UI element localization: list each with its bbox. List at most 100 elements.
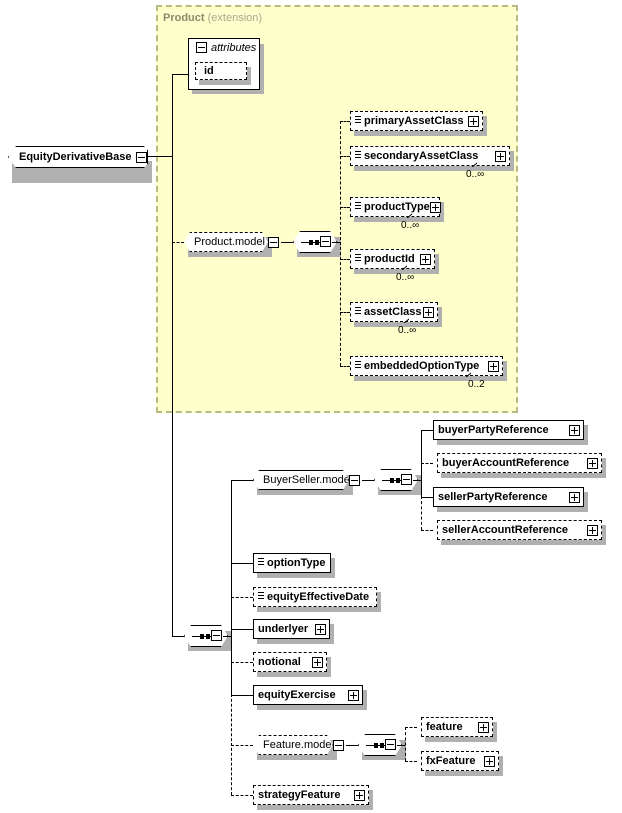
node-secondaryassetclass[interactable]: secondaryAssetClass [350, 146, 510, 166]
node-selleraccountreference[interactable]: sellerAccountReference [437, 520, 602, 540]
attributes-header-label: attributes [211, 41, 257, 54]
product-children-bus [340, 121, 341, 366]
producttype-plus-expander[interactable] [429, 201, 441, 213]
assetclass-label: assetClass [364, 306, 422, 318]
embeddedoptiontype-plus-expander[interactable] [488, 360, 499, 372]
buyerpartyreference-plus-expander[interactable] [569, 424, 580, 436]
producttype-label: productType [364, 201, 430, 213]
feature-sequence-minus-expander[interactable] [385, 739, 396, 750]
product-model-label: Product.model [194, 236, 265, 248]
attributes-header[interactable]: attributes [189, 39, 259, 56]
buyerseller-model-name[interactable]: BuyerSeller.model [253, 470, 349, 490]
node-buyerpartyreference[interactable]: buyerPartyReference [433, 420, 584, 440]
assetclass-plus-expander[interactable] [423, 306, 434, 318]
node-buyeraccountreference[interactable]: buyerAccountReference [437, 453, 602, 473]
primaryassetclass-plus-expander[interactable] [468, 115, 479, 127]
secondaryassetclass-label: secondaryAssetClass [364, 150, 479, 162]
buyerseller-model-minus-expander[interactable] [349, 474, 360, 486]
feature-label: feature [426, 721, 463, 733]
equityexercise-stub [231, 695, 253, 696]
element-lines-icon [355, 201, 361, 213]
buyerseller-sequence-minus-expander[interactable] [401, 474, 412, 485]
node-equityexercise[interactable]: equityExercise [253, 685, 363, 705]
feature-plus-expander[interactable] [478, 721, 489, 733]
buyeraccountreference-label: buyerAccountReference [442, 457, 570, 469]
strategyfeature-label: strategyFeature [258, 789, 341, 801]
equityexercise-plus-expander[interactable] [348, 689, 359, 701]
underlyer-label: underlyer [258, 623, 309, 635]
feature-model-name[interactable]: Feature.model [253, 735, 333, 755]
buyerseller-sequence-out [413, 480, 421, 481]
producttype-cardinality: 0..∞ [401, 220, 420, 231]
attributes-minus-expander[interactable] [196, 42, 207, 53]
node-primaryassetclass[interactable]: primaryAssetClass [350, 111, 483, 131]
node-fxfeature[interactable]: fxFeature [421, 751, 499, 771]
secondaryassetclass-plus-expander[interactable] [495, 150, 506, 162]
sequence-dot-1 [390, 478, 394, 483]
feature-model-label: Feature.model [263, 739, 334, 751]
notional-label: notional [258, 656, 301, 668]
group-title-kind: (extension) [207, 12, 263, 24]
product-model-name[interactable]: Product.model [184, 232, 268, 252]
node-producttype[interactable]: productType [350, 197, 441, 217]
node-feature[interactable]: feature [421, 717, 493, 737]
product-child-stub-1 [340, 156, 350, 157]
feature-sequence-out [397, 745, 405, 746]
root-trunk-vertical-lower [172, 156, 173, 636]
root-minus-expander[interactable] [136, 152, 147, 163]
product-model-minus-expander[interactable] [268, 236, 279, 248]
node-underlyer[interactable]: underlyer [253, 619, 330, 639]
product-model-group[interactable]: Product.model [184, 231, 279, 253]
root-node-equityderivativebase[interactable]: EquityDerivativeBase [8, 146, 148, 168]
node-strategyfeature[interactable]: strategyFeature [253, 785, 369, 805]
buyerpartyreference-stub [421, 430, 433, 431]
element-lines-icon [355, 306, 361, 318]
buyerseller-model-to-sequence-line [362, 480, 374, 481]
underlyer-stub [231, 629, 253, 630]
secondaryassetclass-repeat-flag [470, 160, 477, 167]
node-assetclass[interactable]: assetClass [350, 302, 438, 322]
product-sequence-minus-expander[interactable] [320, 236, 331, 247]
productid-label: productId [364, 253, 415, 265]
main-sequence-minus-expander[interactable] [211, 630, 222, 641]
element-lines-icon [355, 360, 361, 372]
selleraccountreference-plus-expander[interactable] [587, 524, 598, 536]
node-embeddedoptiontype[interactable]: embeddedOptionType [350, 356, 503, 376]
main-children-bus-dashed [231, 694, 232, 795]
feature-model-minus-expander[interactable] [333, 739, 344, 751]
root-label: EquityDerivativeBase [19, 151, 132, 163]
notional-plus-expander[interactable] [312, 656, 323, 668]
buyeraccountreference-stub [421, 463, 433, 464]
buyerseller-model-stub [231, 480, 253, 481]
attribute-row-id[interactable]: id [195, 62, 247, 80]
notional-stub [231, 662, 253, 663]
node-equityeffectivedate[interactable]: equityEffectiveDate [253, 587, 377, 607]
strategyfeature-stub [231, 795, 253, 796]
node-notional[interactable]: notional [253, 652, 327, 672]
selleraccountreference-label: sellerAccountReference [442, 524, 568, 536]
strategyfeature-plus-expander[interactable] [354, 789, 365, 801]
productid-plus-expander[interactable] [420, 253, 431, 265]
sequence-dot-2 [206, 634, 210, 639]
feature-stub [405, 727, 417, 728]
fxfeature-plus-expander[interactable] [484, 755, 495, 767]
feature-model-stub [231, 745, 253, 746]
product-child-stub-3 [340, 259, 350, 260]
buyeraccountreference-plus-expander[interactable] [587, 457, 598, 469]
producttype-repeat-flag [405, 211, 412, 218]
underlyer-plus-expander[interactable] [315, 623, 326, 635]
product-child-stub-4 [340, 312, 350, 313]
node-productid[interactable]: productId [350, 249, 435, 269]
node-optiontype[interactable]: optionType [253, 553, 331, 573]
feature-model-group[interactable]: Feature.model [253, 734, 344, 756]
optiontype-label: optionType [267, 557, 326, 569]
primaryassetclass-label: primaryAssetClass [364, 115, 464, 127]
equityeffectivedate-stub [231, 597, 253, 598]
sequence-dot-2 [396, 478, 400, 483]
sellerpartyreference-plus-expander[interactable] [569, 491, 580, 503]
buyerseller-model-group[interactable]: BuyerSeller.model [253, 469, 360, 491]
sellerpartyreference-stub [421, 497, 433, 498]
node-sellerpartyreference[interactable]: sellerPartyReference [433, 487, 584, 507]
sequence-dot-1 [374, 743, 378, 748]
element-lines-icon [355, 115, 361, 127]
